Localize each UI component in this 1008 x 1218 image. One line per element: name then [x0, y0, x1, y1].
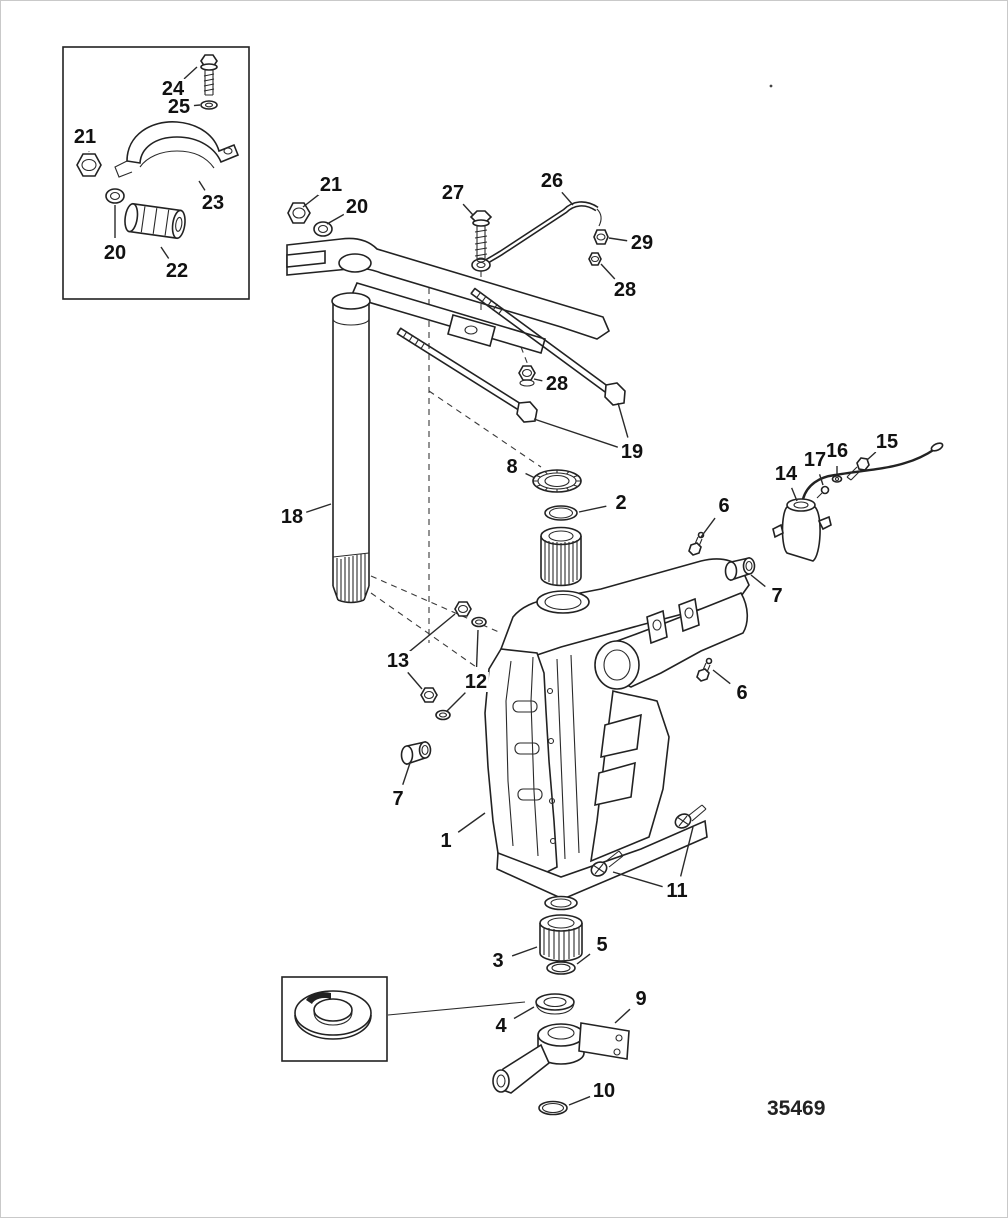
callout-15: 15 — [873, 431, 901, 453]
callout-20: 20 — [101, 242, 129, 264]
callout-26: 26 — [538, 170, 566, 192]
callout-5: 5 — [594, 934, 610, 956]
callout-23: 23 — [199, 192, 227, 214]
sender-wire — [801, 448, 936, 500]
trim-sender-14 — [772, 442, 944, 562]
grease-fitting-6-lower — [696, 657, 713, 682]
callout-2: 2 — [613, 492, 629, 514]
callout-6: 6 — [734, 682, 750, 704]
callout-4: 4 — [493, 1015, 509, 1037]
callout-24: 24 — [159, 78, 187, 100]
bolt-24 — [200, 54, 218, 96]
tiller-arm — [286, 237, 610, 354]
bolt-19-a — [470, 287, 626, 406]
washer-5 — [546, 961, 576, 975]
seal-4 — [535, 993, 575, 1015]
grease-fitting-6-upper — [688, 531, 705, 556]
nut-28-upper — [588, 252, 602, 266]
upper-swivel-bushing — [540, 526, 582, 587]
callout-12: 12 — [462, 671, 490, 693]
swivel-bracket-1 — [484, 558, 750, 911]
bushing-7-lower — [400, 741, 432, 766]
wire-connector — [930, 442, 944, 452]
nut-21-inset — [76, 153, 102, 177]
callout-7: 7 — [390, 788, 406, 810]
bushing-3 — [539, 914, 583, 962]
nut-28-lower — [518, 365, 536, 387]
leader-lines-layer — [88, 66, 877, 1106]
callout-7: 7 — [769, 585, 785, 607]
callout-28: 28 — [611, 279, 639, 301]
callout-3: 3 — [490, 950, 506, 972]
callout-11: 11 — [664, 880, 690, 902]
print-dot — [769, 84, 773, 88]
washer-20-inset — [105, 188, 125, 204]
callout-21: 21 — [317, 174, 345, 196]
arm-clamp-block — [447, 314, 496, 347]
arm-hub-hole — [338, 253, 372, 273]
screw-17 — [816, 485, 830, 499]
inset-box-mount-kit — [62, 46, 250, 300]
bearing-8 — [532, 469, 582, 493]
screw-11-a — [590, 850, 624, 877]
callout-25: 25 — [165, 96, 193, 118]
callout-14: 14 — [772, 463, 800, 485]
nut-13-b — [420, 687, 438, 703]
callout-17: 17 — [801, 449, 829, 471]
washer-12-a — [471, 616, 487, 628]
ring-2 — [544, 505, 578, 521]
callout-19: 19 — [618, 441, 646, 463]
o-ring-10 — [538, 1100, 568, 1116]
washer-20-arm — [313, 221, 333, 237]
nut-21-arm — [287, 202, 311, 224]
callout-16: 16 — [823, 440, 851, 462]
washer-12-b — [435, 709, 451, 721]
callout-29: 29 — [628, 232, 656, 254]
washer-25 — [200, 100, 218, 110]
inset-box-wear-ring — [281, 976, 526, 1062]
link-rod-26 — [471, 201, 602, 272]
bushing-22 — [124, 202, 186, 240]
callout-21: 21 — [71, 126, 99, 148]
callout-18: 18 — [278, 506, 306, 528]
callout-28: 28 — [543, 373, 571, 395]
bolt-27 — [469, 210, 493, 263]
callout-8: 8 — [504, 456, 520, 478]
nut-29 — [593, 229, 609, 245]
nut-13-a — [454, 601, 472, 617]
callout-6: 6 — [716, 495, 732, 517]
callout-10: 10 — [590, 1080, 618, 1102]
callout-13: 13 — [384, 650, 412, 672]
callout-27: 27 — [439, 182, 467, 204]
washer-16 — [831, 475, 843, 483]
projection-lines — [370, 271, 542, 670]
screw-11-b — [674, 804, 707, 829]
drawing-number: 35469 — [767, 1097, 826, 1120]
callout-22: 22 — [163, 260, 191, 282]
fork-slot — [286, 250, 326, 268]
callout-9: 9 — [633, 988, 649, 1010]
bolt-19-b — [396, 327, 538, 423]
callout-1: 1 — [438, 830, 454, 852]
bushing-7-upper — [724, 557, 756, 582]
bolt-15 — [846, 457, 870, 481]
ring-shadow — [306, 992, 331, 1004]
clamp-23 — [114, 121, 240, 178]
steering-arm-9 — [492, 1022, 630, 1094]
callout-20: 20 — [343, 196, 371, 218]
swivel-shaft-18 — [331, 292, 371, 604]
